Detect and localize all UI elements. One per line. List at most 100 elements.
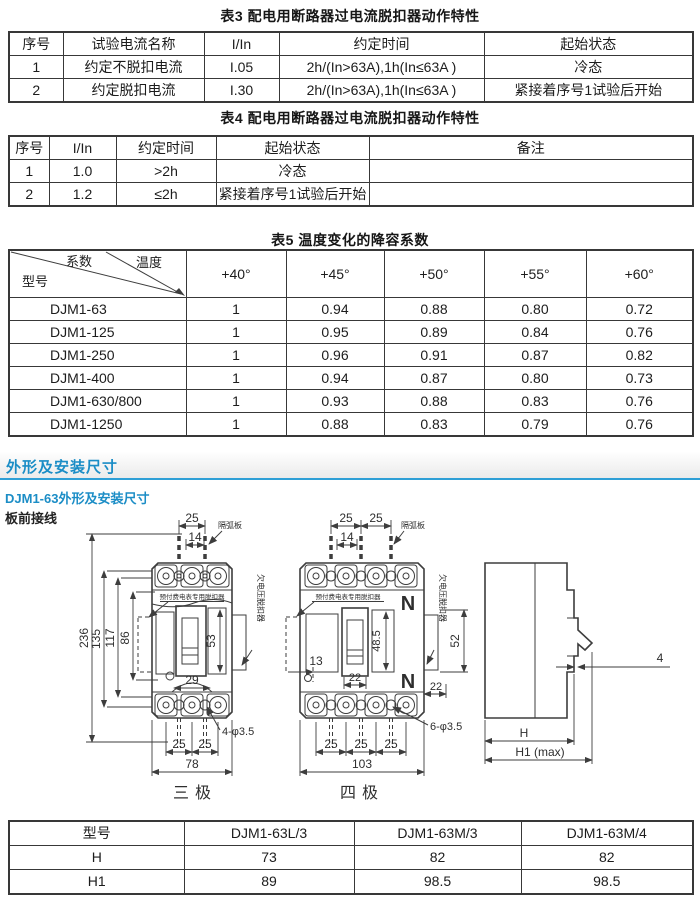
- section-title: 外形及安装尺寸: [6, 459, 119, 476]
- table-cell: 1: [8, 159, 50, 183]
- dim-label: 22: [430, 681, 442, 693]
- table-cell: H: [8, 845, 185, 870]
- table-cell: I.05: [203, 55, 280, 79]
- model-cell: DJM1-630/800: [8, 389, 187, 413]
- table-row: 1 约定不脱扣电流 I.05 2h/(In>63A),1h(In≤63A ) 冷…: [8, 55, 694, 79]
- height-table: 型号 DJM1-63L/3 DJM1-63M/3 DJM1-63M/4 H 73…: [8, 820, 694, 895]
- dim-label: H: [520, 726, 529, 740]
- release-label: 预付费电表专用脱扣器: [316, 592, 382, 601]
- table-cell: 1: [8, 55, 64, 79]
- column-header: +55°: [483, 249, 587, 298]
- corner-label-model: 型号: [22, 274, 49, 289]
- accessory-zone-dashed: [137, 616, 153, 673]
- wiring-type-label: 板前接线: [5, 511, 58, 526]
- table-cell: 2: [8, 78, 64, 103]
- table-row: 2 1.2 ≤2h 紧接着序号1试验后开始: [8, 182, 694, 207]
- column-header: +45°: [285, 249, 385, 298]
- dim-label: 86: [118, 631, 132, 645]
- column-header: 试验电流名称: [62, 31, 205, 56]
- four-pole-caption: 四极: [340, 784, 384, 802]
- table-cell: 0.87: [383, 366, 485, 390]
- dim-label: 29: [185, 673, 199, 687]
- column-header: I/In: [203, 31, 280, 56]
- table-cell: 0.87: [483, 343, 587, 367]
- column-header: 型号: [8, 820, 185, 846]
- table-cell: 1: [185, 297, 287, 321]
- column-header: +40°: [185, 249, 287, 298]
- table-cell: 1: [185, 389, 287, 413]
- dim-label: 52: [448, 634, 462, 648]
- table-cell: 89: [183, 869, 355, 895]
- table-row: DJM1-630/800 1 0.93 0.88 0.83 0.76: [8, 389, 694, 413]
- dim-label: 14: [340, 530, 354, 544]
- handle-frame: [341, 607, 369, 677]
- table-cell: 2: [8, 182, 50, 207]
- column-header: 起始状态: [215, 135, 370, 160]
- table-cell: 2h/(In>63A),1h(In≤63A ): [278, 55, 485, 79]
- table-cell: 2h/(In>63A),1h(In≤63A ): [278, 78, 485, 103]
- dim-label: 22: [349, 672, 361, 684]
- corner-label-coeff: 系数: [66, 254, 93, 269]
- column-header: 序号: [8, 31, 64, 56]
- table-cell: 1: [185, 320, 287, 344]
- table-cell: 0.96: [285, 343, 385, 367]
- table-row: 1 1.0 >2h 冷态: [8, 159, 694, 183]
- table-cell: 0.94: [285, 366, 385, 390]
- table-cell: >2h: [115, 159, 217, 183]
- table-cell: 0.94: [285, 297, 385, 321]
- column-header: DJM1-63M/4: [520, 820, 694, 846]
- three-pole-caption: 三极: [173, 784, 217, 802]
- table-row: 2 约定脱扣电流 I.30 2h/(In>63A),1h(In≤63A ) 紧接…: [8, 78, 694, 103]
- model-cell: DJM1-1250: [8, 412, 187, 437]
- side-profile-outline: [484, 562, 594, 719]
- dim-label: 25: [198, 737, 212, 751]
- column-header: DJM1-63M/3: [353, 820, 522, 846]
- dim-label: 13: [309, 654, 323, 668]
- table3-header-row: 序号 试验电流名称 I/In 约定时间 起始状态: [8, 31, 694, 56]
- table4-title: 表4 配电用断路器过电流脱扣器动作特性: [220, 110, 480, 126]
- model-cell: DJM1-250: [8, 343, 187, 367]
- table-cell: 0.91: [383, 343, 485, 367]
- table-cell: 紧接着序号1试验后开始: [215, 182, 370, 207]
- table-cell: 0.88: [383, 297, 485, 321]
- dim-label: 25: [384, 737, 398, 751]
- table-cell: 98.5: [353, 869, 522, 895]
- table-row: DJM1-125 1 0.95 0.89 0.84 0.76: [8, 320, 694, 344]
- table-cell: 0.93: [285, 389, 385, 413]
- table-row: DJM1-63 1 0.94 0.88 0.80 0.72: [8, 297, 694, 321]
- arc-plate-label: 隔弧板: [401, 520, 425, 530]
- corner-label-temp: 温度: [136, 255, 163, 270]
- holes-label: 6-φ3.5: [430, 721, 462, 733]
- table-cell: 冷态: [215, 159, 370, 183]
- table-cell: 0.82: [585, 343, 694, 367]
- model-cell: DJM1-63: [8, 297, 187, 321]
- dim-label: 25: [354, 737, 368, 751]
- table-cell: 0.79: [483, 412, 587, 437]
- dim-label: 25: [369, 511, 383, 525]
- arc-plate-label: 隔弧板: [218, 520, 242, 530]
- column-header: 约定时间: [278, 31, 485, 56]
- accessory-zone-dashed: [285, 616, 301, 673]
- three-pole-drawing: 25 14 隔弧板 236 135 117 86: [77, 511, 266, 802]
- four-pole-drawing: 25 25 14 隔弧板 N N 预付费电表专用脱扣器: [285, 511, 468, 802]
- table-cell: I.30: [203, 78, 280, 103]
- neutral-pole-mark: N: [401, 671, 415, 693]
- neutral-pole-mark: N: [401, 593, 415, 615]
- dimension-drawings: 25 14 隔弧板 236 135 117 86: [77, 511, 670, 802]
- table-row: DJM1-1250 1 0.88 0.83 0.79 0.76: [8, 412, 694, 437]
- breaker-body-outline: [299, 562, 425, 719]
- undervoltage-attachment: [423, 614, 439, 671]
- model-cell: DJM1-400: [8, 366, 187, 390]
- handle: [346, 619, 364, 665]
- table-cell: 98.5: [520, 869, 694, 895]
- table-cell: [368, 182, 694, 207]
- dim-label: 135: [89, 629, 103, 649]
- section-bar: 外形及安装尺寸: [0, 452, 700, 480]
- dim-label: 236: [77, 628, 91, 648]
- table5-title: 表5 温度变化的降容系数: [271, 232, 429, 248]
- dim-label: 48.5: [371, 630, 383, 651]
- table-cell: 0.80: [483, 366, 587, 390]
- dim-label: 117: [103, 628, 117, 647]
- dim-label: 103: [352, 757, 372, 771]
